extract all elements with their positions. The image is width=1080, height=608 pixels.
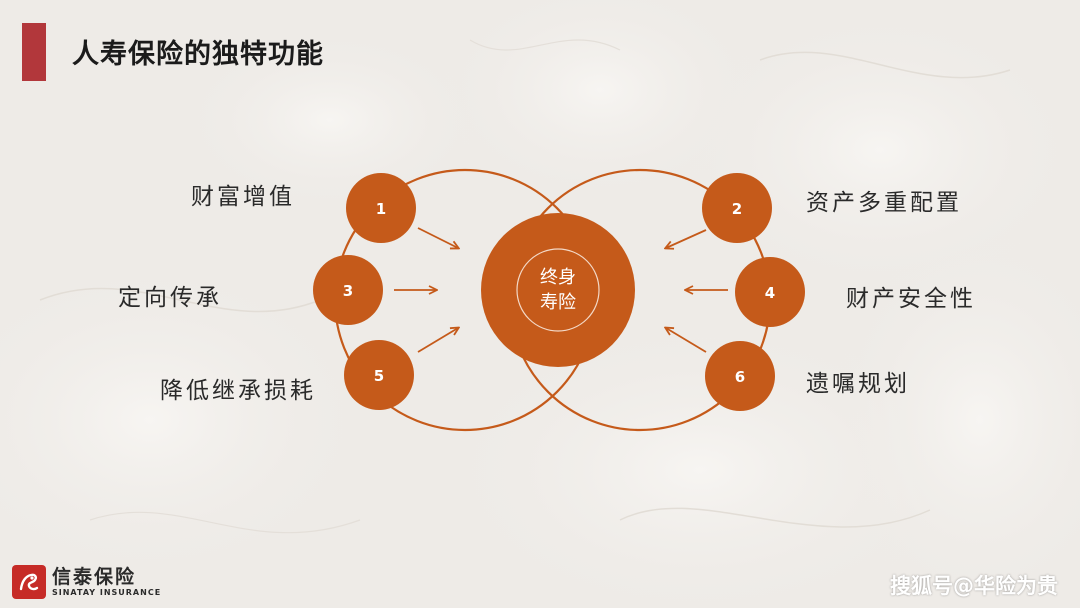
center-circle — [481, 213, 635, 367]
logo-chinese-name: 信泰保险 — [52, 565, 137, 588]
node-2-number: 2 — [732, 200, 742, 218]
center-text-line2: 寿险 — [540, 292, 576, 313]
node-4: 4 — [735, 257, 805, 327]
node-1-label: 财富增值 — [191, 184, 295, 210]
company-logo: 信泰保险 SINATAY INSURANCE — [12, 565, 161, 599]
center-text-line1: 终身 — [540, 267, 576, 288]
node-2-label: 资产多重配置 — [806, 190, 962, 216]
slide-title: 人寿保险的独特功能 — [72, 39, 324, 70]
node-5-label: 降低继承损耗 — [160, 378, 316, 404]
node-5: 5 — [344, 340, 414, 410]
node-6: 6 — [705, 341, 775, 411]
node-6-label: 遗嘱规划 — [806, 371, 910, 397]
node-2: 2 — [702, 173, 772, 243]
node-4-label: 财产安全性 — [846, 286, 976, 312]
node-3-number: 3 — [343, 282, 353, 300]
node-1: 1 — [346, 173, 416, 243]
node-1-number: 1 — [376, 200, 386, 218]
node-4-number: 4 — [765, 284, 775, 302]
logo-english-name: SINATAY INSURANCE — [52, 587, 162, 597]
node-3: 3 — [313, 255, 383, 325]
center-inner-ring — [516, 248, 600, 332]
arrow-2 — [666, 229, 707, 248]
title-accent-bar — [22, 23, 46, 81]
arrow-1 — [417, 227, 458, 248]
source-watermark: 搜狐号@华险为贵 — [890, 574, 1058, 598]
node-3-label: 定向传承 — [118, 285, 222, 311]
arrow-5 — [417, 328, 458, 353]
logo-emblem-icon — [12, 565, 46, 599]
arrow-6 — [666, 328, 707, 353]
node-5-number: 5 — [374, 367, 384, 385]
node-6-number: 6 — [735, 368, 745, 386]
